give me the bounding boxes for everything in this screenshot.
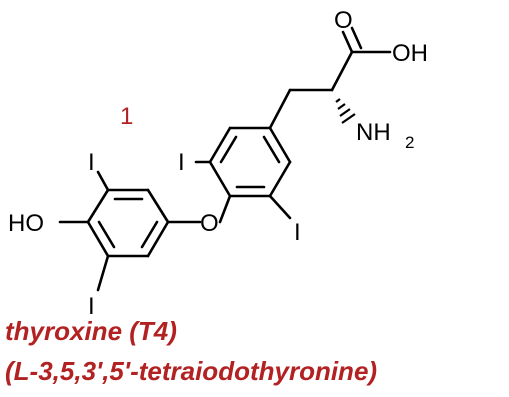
bond-a6-a1 (86, 220, 110, 258)
bond-lines (58, 26, 392, 292)
iodine-upper-inner-label: I (178, 149, 185, 176)
bond-right-ring-inner-1 (219, 135, 238, 164)
wedge-hash-4 (339, 108, 351, 117)
bond-ether-right (218, 194, 232, 224)
compound-name: thyroxine (T4) (5, 316, 177, 346)
molecular-structure: O OH NH 2 I I I I HO O 1 (8, 7, 428, 320)
bond-carbonyl-2 (350, 26, 363, 50)
bond-left-ring-inner-2 (140, 220, 159, 249)
bond-b5-b6 (268, 160, 292, 198)
iodine-bottom-left-label: I (88, 293, 95, 320)
compound-number: 1 (120, 103, 133, 130)
bond-a3-a4 (146, 188, 170, 224)
bond-b2-b3 (208, 126, 232, 164)
acid-hydroxyl-label: OH (392, 40, 428, 67)
bond-right-ring-inner-2 (262, 135, 281, 164)
iodine-top-left-label: I (88, 149, 95, 176)
bond-to-iodine-right (268, 194, 292, 220)
bond-b4-b5 (268, 126, 292, 164)
bond-b4-to-ch2 (268, 88, 292, 130)
bond-to-iodine-bottom-left (96, 254, 110, 292)
hashed-wedge-to-amine (335, 98, 356, 124)
bond-alpha-to-carboxyl (330, 50, 354, 92)
bond-carbonyl-1 (341, 30, 354, 54)
ether-oxygen-label: O (200, 210, 219, 237)
bond-to-iodine-top-left (96, 170, 110, 192)
systematic-name: (L-3,5,3',5'-tetraiodothyronine) (5, 356, 378, 386)
bond-b1-b2 (208, 160, 232, 198)
carbonyl-oxygen-label: O (334, 7, 353, 34)
bond-left-ring-inner-3 (97, 220, 116, 249)
iodine-right-label: I (294, 219, 301, 246)
bond-a4-a5 (146, 220, 170, 258)
phenol-oxygen-label: HO (8, 210, 44, 237)
bond-a1-a2 (86, 188, 110, 224)
amine-subscript: 2 (405, 133, 414, 152)
wedge-hash-3 (337, 103, 346, 110)
wedge-hash-5 (341, 113, 356, 124)
wedge-hash-2 (335, 98, 341, 103)
amine-label: NH (356, 119, 391, 146)
